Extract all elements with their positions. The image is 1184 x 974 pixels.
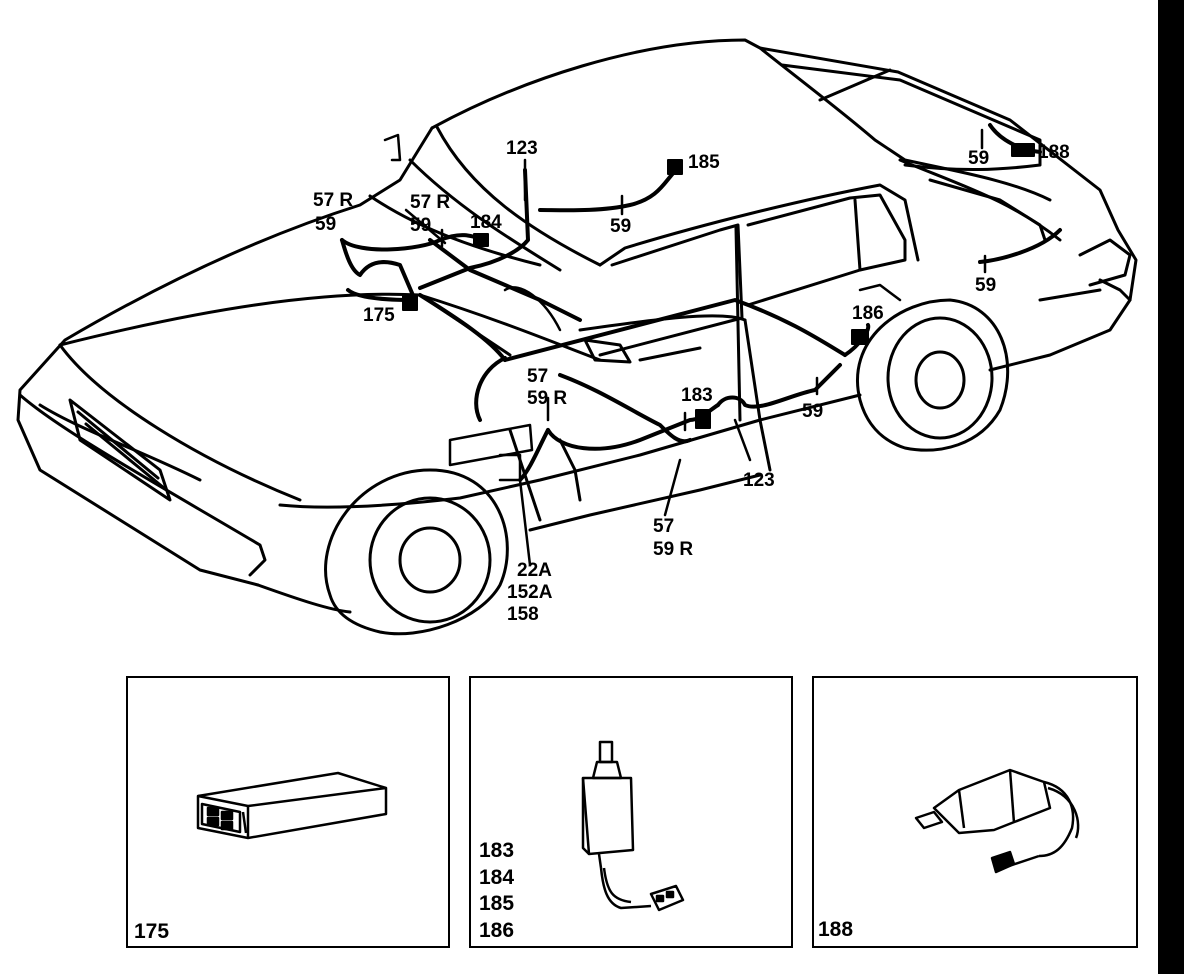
car-illustration [16,38,1138,636]
panel-label-188: 188 [818,918,854,941]
callout-59-left: 59 [315,214,337,235]
callout-57-bottom: 57 [653,516,675,537]
connectors [402,143,1035,429]
rear-wheel [856,298,1010,452]
callout-152a: 152A [507,582,553,603]
callout-123-top: 123 [506,138,538,159]
car-body [16,38,1138,614]
callout-59-mid: 59 [410,215,432,236]
detail-panel-175: 175 [126,676,450,948]
callout-59-sill: 59 [802,401,824,422]
panel-label-184: 184 [479,865,515,889]
boot-lock-actuator-icon [914,768,1080,874]
callout-59r-door: 59 R [527,388,568,409]
panel-label-185: 185 [479,892,515,915]
callout-175: 175 [363,305,395,326]
callout-185: 185 [688,152,720,173]
detail-panel-188: 188 [812,676,1138,948]
callout-59r-bottom: 59 R [653,539,694,560]
control-module-icon [196,771,388,840]
panel-label-175: 175 [134,920,170,943]
panel-label-183: 183 [479,839,515,862]
connector-183 [695,409,711,429]
callout-184: 184 [470,212,502,233]
door-lock-actuator-icon [581,740,685,912]
callout-59-rear-top: 59 [968,148,990,169]
panel-labels-183-186: 183 184 185 186 [479,838,514,944]
connector-185 [667,159,683,175]
panel-label-186: 186 [479,918,515,942]
callout-22a: 22A [517,560,552,581]
page-edge-bar [1158,0,1184,974]
callout-123-bottom: 123 [743,470,775,491]
callout-57r-left: 57 R [313,190,354,211]
connector-175 [402,295,418,311]
connector-184 [473,233,489,247]
callout-59-right: 59 [975,275,997,296]
callout-57-door: 57 [527,366,549,387]
front-wheel [324,468,509,636]
connector-186 [851,329,869,345]
callout-186: 186 [852,303,884,324]
callout-57r-mid: 57 R [410,192,451,213]
callout-59-roof: 59 [610,216,632,237]
callout-158: 158 [507,604,539,625]
callout-188: 188 [1038,142,1070,163]
callout-183: 183 [681,385,713,406]
detail-panel-183-186: 183 184 185 186 [469,676,793,948]
leader-lines [404,128,987,567]
connector-188 [1011,143,1035,157]
